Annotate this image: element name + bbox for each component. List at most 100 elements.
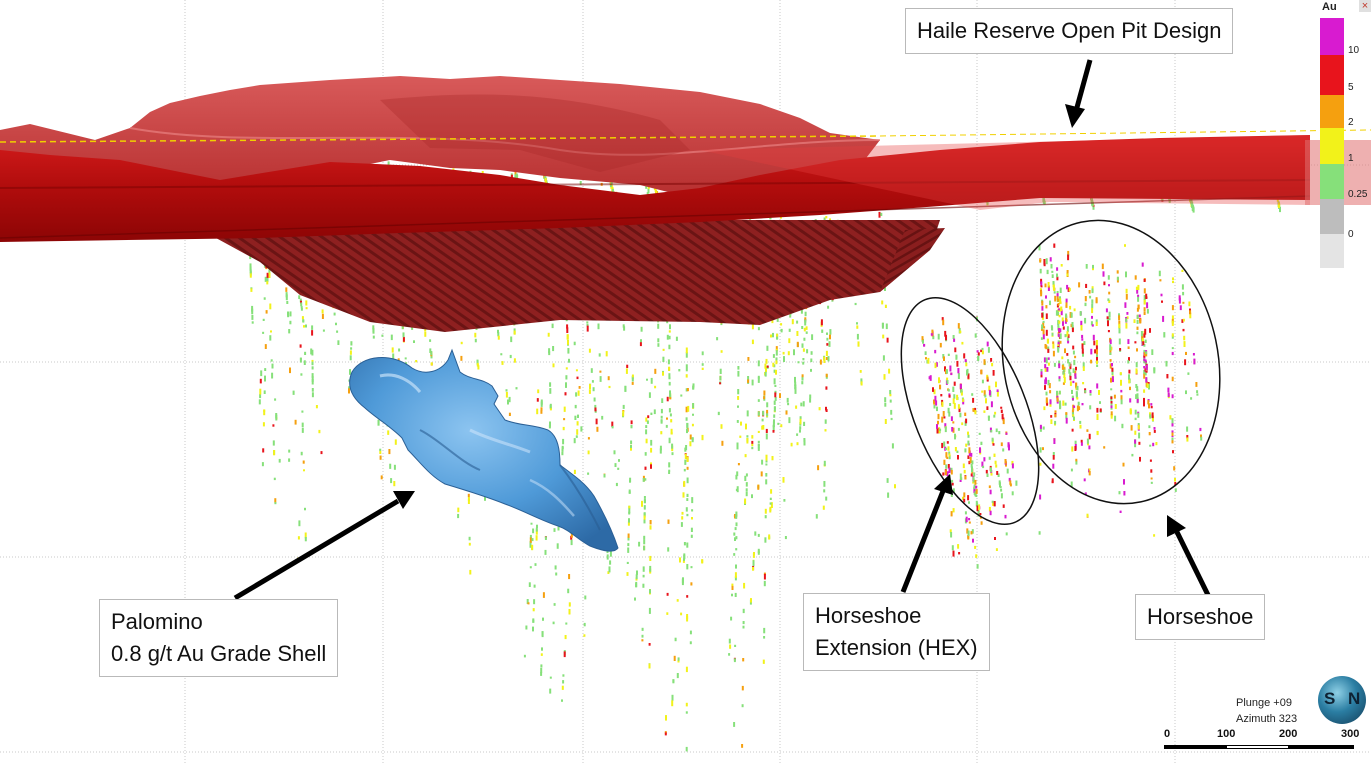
assay-interval bbox=[1069, 381, 1072, 386]
assay-interval bbox=[607, 376, 610, 381]
assay-interval bbox=[1052, 463, 1055, 469]
assay-interval bbox=[259, 388, 262, 395]
assay-interval bbox=[889, 394, 892, 397]
assay-interval bbox=[262, 448, 265, 453]
legend-close-icon[interactable]: × bbox=[1359, 0, 1371, 12]
compass-globe-icon[interactable]: S N bbox=[1318, 676, 1366, 724]
assay-interval bbox=[947, 353, 950, 356]
assay-interval bbox=[686, 429, 688, 434]
assay-interval bbox=[992, 370, 995, 376]
assay-interval bbox=[1069, 375, 1072, 381]
assay-interval bbox=[746, 438, 749, 444]
assay-interval bbox=[552, 346, 555, 352]
assay-interval bbox=[999, 482, 1001, 488]
assay-interval bbox=[603, 474, 606, 478]
assay-interval bbox=[1111, 367, 1114, 372]
assay-interval bbox=[548, 348, 551, 354]
assay-interval bbox=[974, 545, 977, 549]
assay-interval bbox=[1145, 364, 1148, 371]
assay-interval bbox=[894, 484, 896, 489]
assay-interval bbox=[349, 355, 352, 361]
assay-interval bbox=[1082, 351, 1084, 357]
assay-interval bbox=[262, 318, 265, 321]
assay-interval bbox=[985, 469, 988, 474]
assay-interval bbox=[1057, 347, 1060, 353]
assay-interval bbox=[467, 493, 470, 498]
assay-interval bbox=[510, 336, 513, 343]
assay-interval bbox=[564, 392, 567, 396]
assay-interval bbox=[945, 452, 948, 458]
assay-interval bbox=[666, 592, 669, 596]
assay-interval bbox=[754, 531, 757, 536]
assay-interval bbox=[794, 376, 796, 383]
assay-interval bbox=[1150, 405, 1153, 409]
assay-interval bbox=[766, 409, 769, 414]
assay-interval bbox=[669, 393, 672, 397]
assay-interval bbox=[775, 350, 778, 356]
assay-interval bbox=[1002, 504, 1005, 508]
assay-interval bbox=[823, 217, 826, 220]
assay-interval bbox=[701, 367, 704, 370]
assay-interval bbox=[270, 359, 273, 362]
assay-interval bbox=[757, 447, 760, 451]
assay-interval bbox=[1140, 331, 1143, 337]
assay-interval bbox=[992, 502, 995, 506]
assay-interval bbox=[763, 636, 766, 639]
assay-interval bbox=[1182, 318, 1185, 322]
assay-interval bbox=[1065, 319, 1068, 322]
assay-interval bbox=[661, 398, 664, 403]
assay-interval bbox=[1041, 324, 1044, 330]
assay-interval bbox=[1071, 396, 1074, 401]
assay-interval bbox=[948, 455, 951, 460]
assay-interval bbox=[686, 614, 689, 620]
assay-interval bbox=[1060, 309, 1063, 316]
assay-interval bbox=[259, 378, 262, 384]
assay-interval bbox=[683, 542, 686, 546]
assay-interval bbox=[764, 515, 767, 519]
assay-interval bbox=[1057, 311, 1059, 315]
assay-interval bbox=[769, 508, 772, 513]
assay-interval bbox=[1277, 202, 1280, 208]
assay-interval bbox=[757, 360, 760, 367]
assay-interval bbox=[990, 358, 993, 362]
assay-interval bbox=[773, 378, 776, 385]
assay-interval bbox=[1065, 412, 1068, 415]
assay-interval bbox=[1061, 364, 1064, 370]
assay-interval bbox=[765, 428, 768, 433]
assay-interval bbox=[976, 350, 979, 353]
assay-interval bbox=[302, 319, 305, 322]
assay-interval bbox=[1074, 355, 1077, 359]
assay-interval bbox=[1065, 412, 1068, 419]
assay-interval bbox=[311, 330, 314, 336]
assay-interval bbox=[737, 463, 740, 466]
assay-interval bbox=[262, 331, 265, 334]
assay-interval bbox=[1171, 376, 1174, 382]
assay-interval bbox=[1128, 369, 1131, 374]
assay-interval bbox=[285, 287, 288, 292]
assay-interval bbox=[1067, 340, 1070, 344]
assay-interval bbox=[1145, 293, 1148, 299]
assay-interval bbox=[1171, 394, 1174, 399]
assay-interval bbox=[942, 472, 945, 476]
assay-interval bbox=[1000, 409, 1003, 413]
assay-interval bbox=[288, 449, 291, 453]
assay-interval bbox=[653, 409, 656, 415]
assay-interval bbox=[970, 463, 973, 468]
assay-interval bbox=[311, 325, 314, 330]
assay-interval bbox=[733, 722, 736, 727]
assay-interval bbox=[984, 394, 987, 398]
assay-interval bbox=[934, 395, 937, 402]
assay-interval bbox=[676, 599, 679, 602]
assay-interval bbox=[588, 389, 591, 394]
assay-interval bbox=[1091, 288, 1094, 291]
assay-interval bbox=[686, 466, 689, 470]
assay-interval bbox=[980, 441, 983, 445]
assay-interval bbox=[531, 538, 534, 542]
assay-interval bbox=[1128, 379, 1131, 384]
assay-interval bbox=[1120, 399, 1123, 405]
assay-interval bbox=[741, 685, 744, 691]
assay-interval bbox=[1073, 359, 1076, 366]
assay-interval bbox=[1116, 270, 1119, 274]
assay-interval bbox=[1167, 387, 1170, 393]
assay-interval bbox=[1135, 286, 1138, 291]
